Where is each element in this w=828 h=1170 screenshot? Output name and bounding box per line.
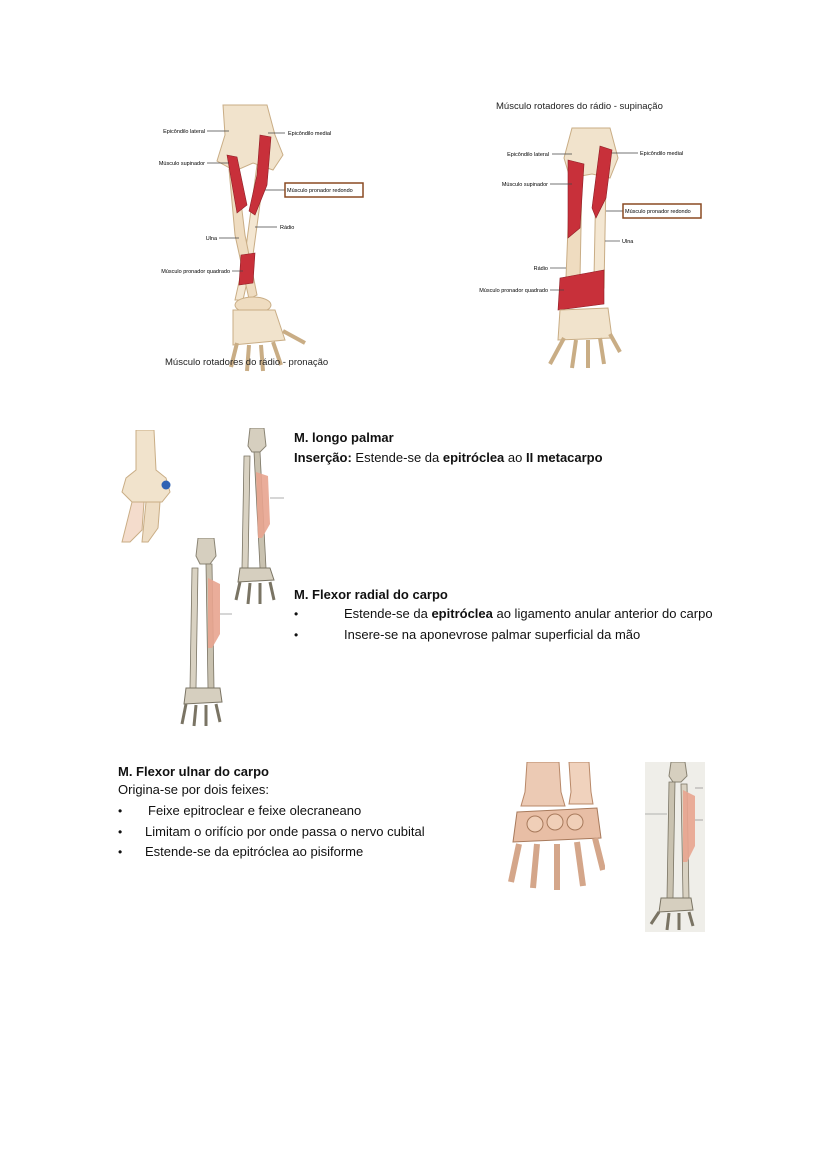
caption-pronation: Músculo rotadores do rádio - pronação	[165, 357, 328, 368]
figure-flexor-ulnar	[645, 762, 705, 932]
figure-elbow-epitrochlea	[121, 430, 171, 543]
figure-palmaris-longus	[230, 428, 288, 605]
ulnar-bullet-2: Limitam o orifício por onde passa o nerv…	[145, 823, 425, 839]
figure-pronation: Epicôndilo lateral Epicôndilo medial Mús…	[159, 104, 364, 372]
insertion-bold-2: II metacarpo	[525, 450, 603, 465]
list-item: Limitam o orifício por onde passa o nerv…	[118, 822, 478, 843]
list-item: Insere-se na aponevrose palmar superfici…	[294, 625, 754, 646]
flexor-ulnar-intro: Origina-se por dois feixes:	[118, 782, 270, 797]
label-radius-2: Rádio	[534, 266, 548, 272]
flexor-radial-list: Estende-se da epitróclea ao ligamento an…	[294, 604, 754, 645]
label-pronator-quadratus: Músculo pronador quadrado	[161, 269, 230, 275]
palmaris-title: M. longo palmar	[294, 430, 394, 445]
caption-supination: Músculo rotadores do rádio - supinação	[496, 101, 663, 112]
ulnar-bullet-1: Feixe epitroclear e feixe olecraneano	[148, 803, 362, 818]
list-item: Estende-se da epitróclea ao pisiforme	[118, 842, 478, 863]
label-supinator-2: Músculo supinador	[502, 182, 548, 188]
insertion-text-2: ao	[504, 450, 526, 465]
label-pronator-teres-2: Músculo pronador redondo	[625, 209, 691, 215]
bullet-1-post: ao ligamento anular anterior do carpo	[492, 606, 713, 621]
list-item: Feixe epitroclear e feixe olecraneano	[118, 801, 478, 822]
flexor-ulnar-title: M. Flexor ulnar do carpo	[118, 764, 269, 779]
label-medial-epicondyle-2: Epicôndilo medial	[640, 151, 683, 157]
label-medial-epicondyle: Epicôndilo medial	[288, 131, 331, 137]
label-radius: Rádio	[280, 225, 294, 231]
label-lateral-epicondyle: Epicôndilo lateral	[163, 129, 205, 135]
ulnar-bullet-3: Estende-se da epitróclea ao pisiforme	[145, 844, 364, 859]
palmaris-insertion: Inserção: Estende-se da epitróclea ao II…	[294, 450, 603, 465]
insertion-label: Inserção:	[294, 450, 352, 465]
list-item: Estende-se da epitróclea ao ligamento an…	[294, 604, 754, 625]
epitrochlea-marker	[161, 480, 171, 490]
label-pronator-teres: Músculo pronador redondo	[287, 188, 353, 194]
figure-flexor-radial	[180, 538, 232, 727]
label-pronator-quadratus-2: Músculo pronador quadrado	[479, 288, 548, 294]
label-ulna: Ulna	[206, 236, 218, 242]
label-supinator: Músculo supinador	[159, 161, 205, 167]
insertion-text-1: Estende-se da	[351, 450, 443, 465]
label-lateral-epicondyle-2: Epicôndilo lateral	[507, 152, 549, 158]
figure-wrist-bones	[508, 762, 605, 890]
bullet-1-bold: epitróclea	[431, 606, 493, 621]
flexor-ulnar-list: Feixe epitroclear e feixe olecraneano Li…	[118, 801, 478, 863]
figure-supination: Músculo rotadores do rádio - supinação E…	[479, 101, 702, 369]
bullet-1-pre: Estende-se da	[344, 606, 432, 621]
insertion-bold-1: epitróclea	[442, 450, 505, 465]
flexor-radial-title: M. Flexor radial do carpo	[294, 587, 448, 602]
bullet-2-text: Insere-se na aponevrose palmar superfici…	[344, 626, 641, 642]
label-ulna-2: Ulna	[622, 239, 634, 245]
